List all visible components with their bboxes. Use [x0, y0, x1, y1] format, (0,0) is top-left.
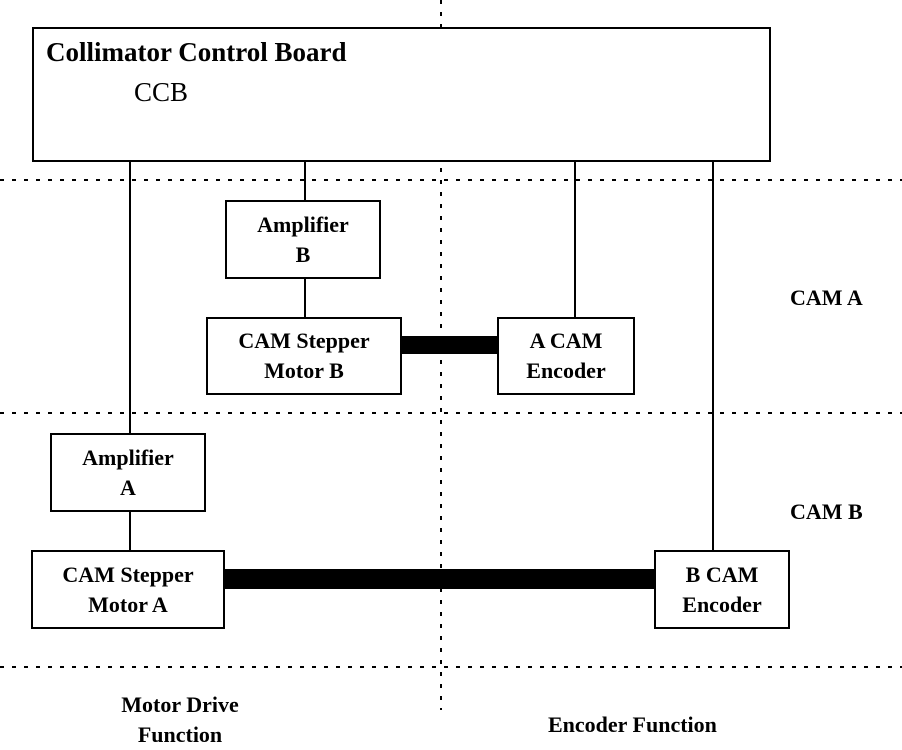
a-cam-encoder-line2: Encoder — [526, 358, 606, 383]
b-cam-encoder-line1: B CAM — [685, 561, 759, 587]
b-cam-encoder-line2: Encoder — [682, 591, 762, 617]
motor-drive-line2: Function — [137, 722, 223, 747]
stepper-motor-b-line2: Motor B — [264, 358, 344, 383]
stepper-motor-a-line2: Motor A — [88, 591, 168, 617]
stepper-motor-b-line1: CAM Stepper — [238, 328, 370, 353]
shaft-motor-a-to-b-encoder — [224, 569, 656, 589]
ccb-abbreviation: CCB — [134, 77, 189, 107]
amplifier-a-id: A — [120, 474, 136, 500]
a-cam-encoder-line1: A CAM — [529, 328, 603, 353]
zone-label-cam-a: CAM A — [790, 285, 863, 310]
motor-drive-line1: Motor Drive — [121, 692, 239, 717]
b-cam-encoder-block: B CAM Encoder — [654, 550, 790, 629]
collimator-control-board-block: Collimator Control Board CCB — [32, 27, 771, 162]
stepper-motor-b-block: CAM Stepper Motor B — [206, 317, 402, 395]
stepper-motor-a-block: CAM Stepper Motor A — [31, 550, 225, 629]
amplifier-b-label: Amplifier — [257, 211, 349, 237]
amplifier-a-block: Amplifier A — [50, 433, 206, 512]
zone-label-encoder-function: Encoder Function — [548, 712, 717, 737]
zone-label-cam-b: CAM B — [790, 499, 863, 524]
ccb-title: Collimator Control Board — [46, 37, 347, 67]
amplifier-b-id: B — [295, 241, 311, 267]
amplifier-a-label: Amplifier — [82, 444, 174, 470]
amplifier-b-block: Amplifier B — [225, 200, 381, 279]
stepper-motor-a-line1: CAM Stepper — [62, 561, 194, 587]
zone-label-motor-drive-function: Motor Drive Function — [90, 690, 270, 750]
shaft-motor-b-to-a-encoder — [401, 336, 499, 354]
a-cam-encoder-block: A CAM Encoder — [497, 317, 635, 395]
